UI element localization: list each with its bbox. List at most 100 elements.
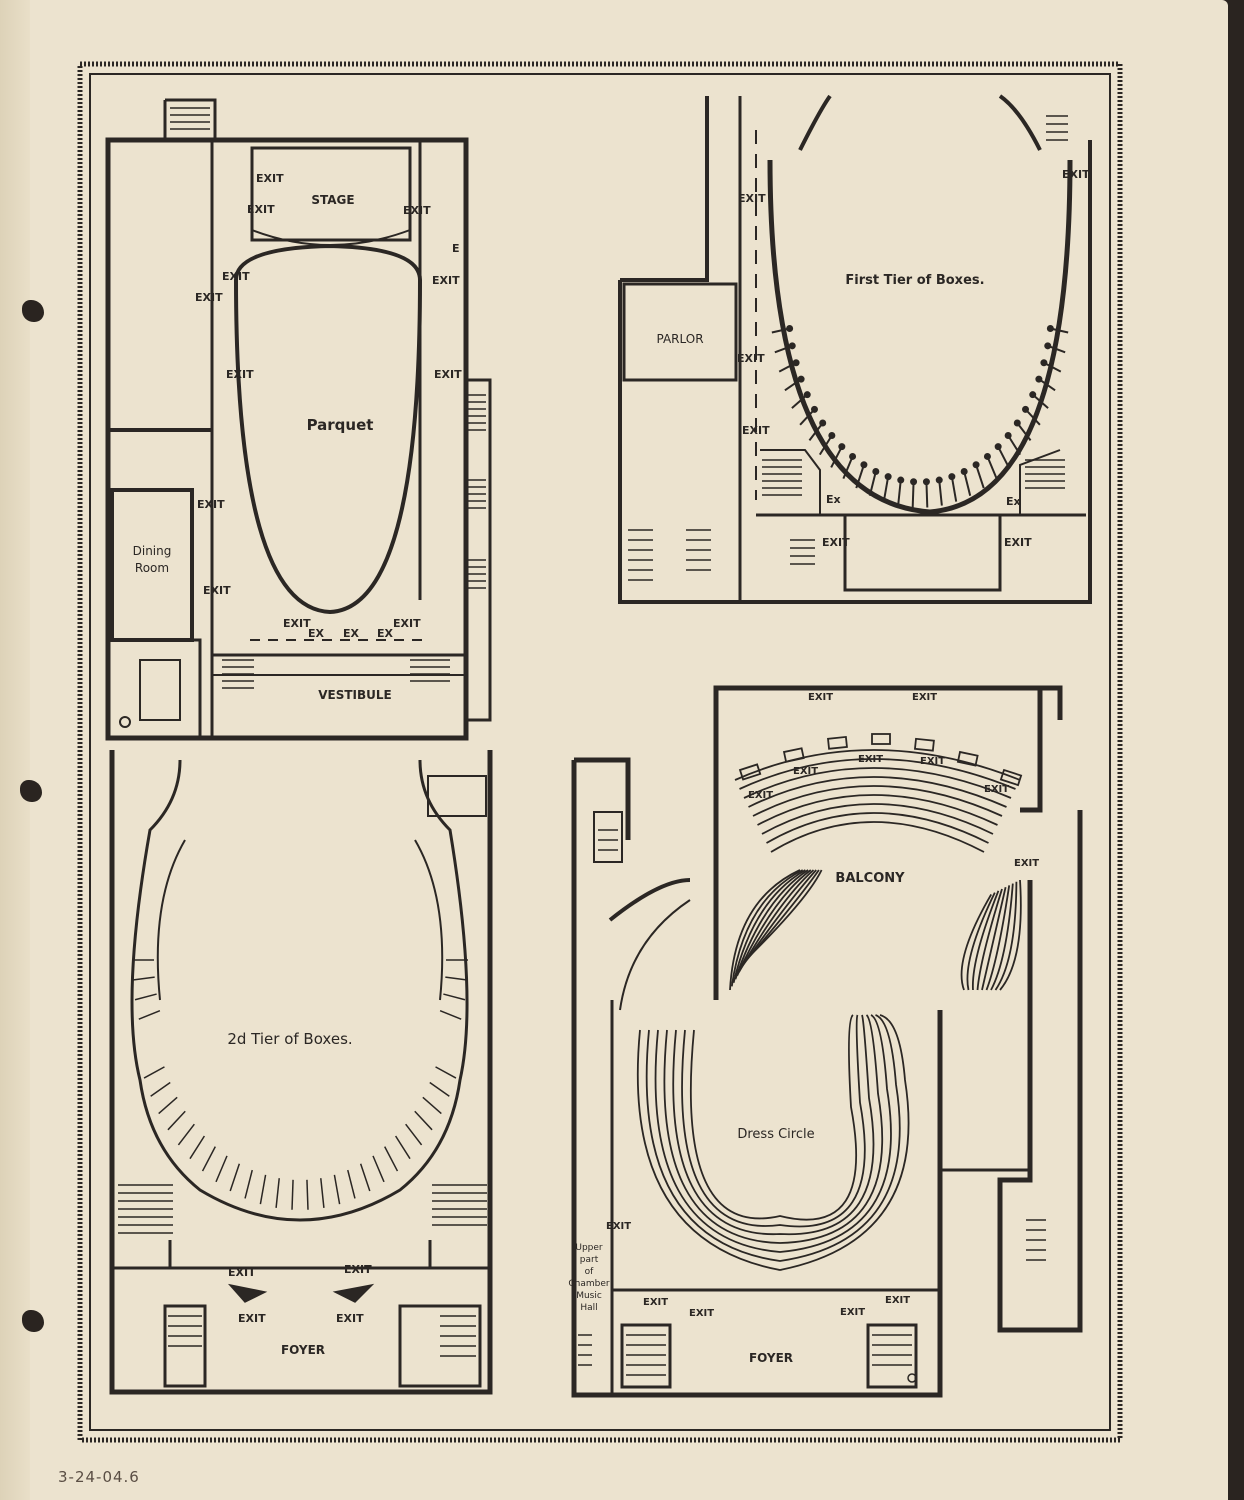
plan-dress-circle bbox=[571, 757, 943, 1398]
dress-circle-row bbox=[672, 1014, 875, 1236]
box-marker bbox=[994, 443, 1002, 451]
box-marker bbox=[972, 461, 980, 469]
second-tier-foyer-label: FOYER bbox=[281, 1343, 325, 1357]
exit-label: EXIT bbox=[226, 368, 254, 381]
box-partition bbox=[911, 481, 915, 508]
balcony-row bbox=[736, 785, 1007, 991]
box-partition bbox=[215, 1155, 228, 1183]
box-marker bbox=[1035, 375, 1043, 383]
ex-label: Ex bbox=[826, 493, 841, 506]
box-partition bbox=[439, 1010, 462, 1020]
dining-label-2: Room bbox=[135, 561, 169, 575]
second-tier-box-partitions bbox=[132, 959, 468, 1210]
exit-label: EXIT bbox=[434, 368, 462, 381]
box-partition bbox=[229, 1163, 241, 1192]
first-tier-labels: First Tier of Boxes. PARLOR EXIT EXIT EX… bbox=[656, 168, 1090, 549]
box-partition bbox=[275, 1178, 280, 1208]
ex-label: EX bbox=[343, 627, 360, 640]
dress-circle-row bbox=[663, 1014, 884, 1244]
box-partition bbox=[422, 1096, 442, 1115]
binding-hole bbox=[22, 1310, 44, 1332]
box-partition bbox=[443, 993, 466, 1001]
box-partition bbox=[897, 479, 902, 506]
dress-circle-row bbox=[681, 1014, 866, 1228]
box-partition bbox=[132, 976, 155, 981]
vestibule-label: VESTIBULE bbox=[318, 688, 392, 702]
upper-part-label: of bbox=[585, 1267, 595, 1277]
box-partition bbox=[333, 1174, 341, 1205]
upper-part-label: Chamber bbox=[568, 1279, 610, 1289]
exit-label: EXIT bbox=[885, 1295, 910, 1306]
upper-part-label: part bbox=[580, 1255, 599, 1265]
parquet-labels: Parquet STAGE Dining Room VESTIBULE EXIT… bbox=[133, 172, 462, 702]
page-spine bbox=[0, 0, 30, 1500]
exit-label: EXIT bbox=[222, 270, 250, 283]
box-partition bbox=[925, 481, 929, 508]
page-border bbox=[77, 61, 1123, 1443]
box-marker bbox=[935, 476, 943, 484]
parquet-title: Parquet bbox=[307, 416, 374, 434]
box-partition bbox=[799, 408, 816, 426]
balcony-title: BALCONY bbox=[835, 871, 905, 886]
balcony-box bbox=[738, 763, 762, 781]
box-marker bbox=[960, 468, 968, 476]
box-marker bbox=[819, 419, 827, 427]
dress-circle-stairs bbox=[578, 829, 1046, 1389]
box-marker bbox=[897, 476, 905, 484]
box-partition bbox=[244, 1169, 253, 1199]
parquet-stairs bbox=[170, 107, 486, 689]
box-partition bbox=[158, 1096, 178, 1115]
box-marker bbox=[797, 375, 805, 383]
dress-circle-foyer-label: FOYER bbox=[749, 1351, 793, 1365]
box-marker bbox=[1013, 419, 1021, 427]
second-tier-title: 2d Tier of Boxes. bbox=[227, 1030, 352, 1048]
upper-part-label: Music bbox=[576, 1291, 602, 1301]
box-partition bbox=[963, 471, 972, 497]
exit-label: EXIT bbox=[238, 1312, 266, 1325]
box-partition bbox=[868, 471, 877, 497]
box-partition bbox=[950, 476, 958, 502]
dress-circle-row bbox=[654, 1014, 892, 1253]
box-partition bbox=[259, 1174, 267, 1205]
dress-circle-row bbox=[636, 1014, 910, 1271]
plan-second-tier bbox=[109, 750, 493, 1395]
upper-part-label: Upper bbox=[575, 1243, 603, 1253]
box-partition bbox=[997, 446, 1010, 468]
binding-hole bbox=[22, 300, 44, 322]
parquet-stage-label: STAGE bbox=[311, 193, 354, 207]
box-marker bbox=[1040, 359, 1048, 367]
box-partition bbox=[975, 464, 985, 489]
exit-label: EXIT bbox=[344, 1263, 372, 1276]
exit-label: EXIT bbox=[1014, 858, 1039, 869]
exit-label: EXIT bbox=[808, 692, 833, 703]
exit-label: EXIT bbox=[742, 424, 770, 437]
box-marker bbox=[792, 359, 800, 367]
box-partition bbox=[882, 476, 890, 502]
exit-label: EXIT bbox=[432, 274, 460, 287]
box-partition bbox=[384, 1146, 399, 1172]
balcony-rows bbox=[729, 733, 1023, 991]
dress-circle-row bbox=[689, 1014, 858, 1221]
box-partition bbox=[842, 456, 854, 479]
first-tier-box-partitions bbox=[771, 324, 1069, 508]
box-partition bbox=[938, 479, 943, 506]
box-marker bbox=[1004, 431, 1012, 439]
box-partition bbox=[405, 1123, 423, 1146]
balcony-row bbox=[729, 749, 1022, 991]
box-partition bbox=[347, 1169, 356, 1199]
exit-label: EXIT bbox=[393, 617, 421, 630]
exit-label: EXIT bbox=[228, 1266, 256, 1279]
box-marker bbox=[828, 431, 836, 439]
balcony-row bbox=[743, 821, 992, 991]
exit-label: EXIT bbox=[643, 1297, 668, 1308]
upper-part-label: Hall bbox=[580, 1303, 597, 1313]
box-partition bbox=[189, 1135, 206, 1160]
box-marker bbox=[803, 391, 811, 399]
box-marker bbox=[922, 478, 930, 486]
box-partition bbox=[372, 1155, 385, 1183]
balcony-row bbox=[730, 758, 1018, 991]
exit-label: EXIT bbox=[336, 1312, 364, 1325]
box-partition bbox=[394, 1135, 411, 1160]
exit-label: EXIT bbox=[912, 692, 937, 703]
